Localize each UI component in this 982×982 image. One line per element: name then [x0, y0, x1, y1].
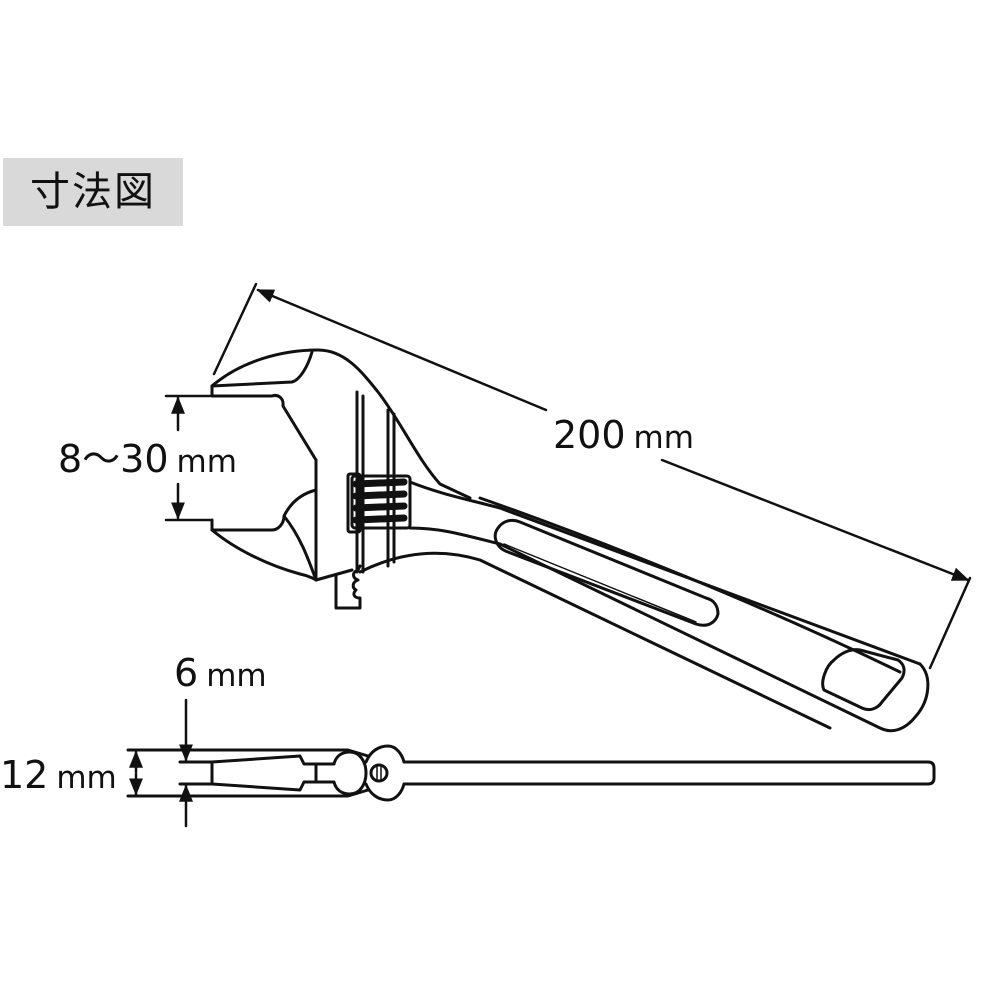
worm-frame [350, 474, 412, 530]
jaw-thickness-unit: mm [206, 658, 267, 694]
upper-jaw-face [210, 384, 318, 550]
length-dimension [212, 282, 972, 670]
side-rivet-slot [376, 765, 382, 781]
handle-slot [493, 518, 720, 627]
handle-inner-edge [478, 496, 902, 674]
side-jaw-top [126, 748, 370, 758]
handle-end-curve [914, 662, 930, 718]
handle-slot-inner [503, 543, 697, 623]
lower-jaw-body [314, 458, 354, 582]
wrench-front-view [210, 348, 930, 733]
handle-upper-edge [408, 480, 922, 666]
lower-jaw-outline [210, 528, 318, 582]
title-badge: 寸法図 [3, 158, 183, 226]
jaw-opening-unit: mm [176, 444, 237, 480]
upper-jaw-bevel [210, 350, 314, 388]
lower-jaw-bevel [282, 514, 318, 582]
wrench-side-view [126, 744, 936, 802]
side-pivot-top [364, 744, 406, 764]
worm-screw-threads [352, 478, 408, 524]
length-unit: mm [633, 420, 694, 456]
side-jaw-taper [210, 754, 318, 792]
rack-teeth [334, 564, 362, 610]
lower-jaw-face [210, 488, 318, 532]
worm-housing [346, 472, 362, 534]
page-title: 寸法図 [30, 169, 156, 215]
dimension-arrow-left [256, 288, 548, 412]
upper-jaw-outline [210, 348, 472, 500]
dimension-arrow-right [660, 458, 970, 582]
side-handle-bar [402, 760, 936, 786]
extension-line-right [928, 576, 972, 670]
neck-curve [358, 551, 832, 730]
thickness-dimensions [129, 698, 193, 828]
length-value: 200 [553, 413, 626, 457]
extension-line-left [212, 282, 258, 376]
side-rivet [369, 763, 389, 783]
side-worm-socket [314, 750, 368, 796]
side-jaw-bottom [126, 788, 370, 798]
jaw-thickness-value: 6 [174, 651, 199, 695]
handle-lower-edge [408, 526, 918, 733]
head-thickness-value: 12 [0, 753, 49, 797]
jaw-opening-value: 8～30 [58, 437, 169, 481]
handle-end-pad [821, 648, 906, 712]
side-pivot-bottom [364, 782, 406, 802]
jaw-opening-dimension [164, 394, 212, 522]
head-thickness-unit: mm [56, 760, 117, 796]
